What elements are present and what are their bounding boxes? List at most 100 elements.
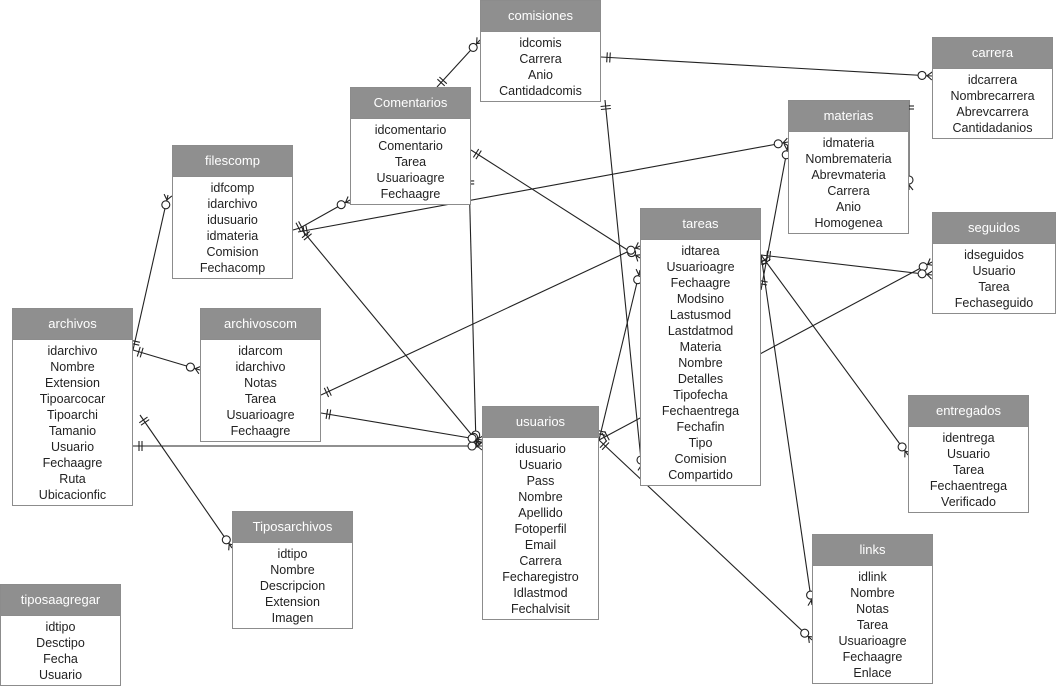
table-field: Fechaseguido [954,296,1034,310]
relationship-archivoscom-usuarios [320,412,483,441]
relationship-comentarios-tareas [470,149,641,259]
cardinality-optional-marker [897,442,907,452]
relationship-comisiones-carrera [600,56,933,77]
table-field: Usuarioagre [838,634,907,648]
table-field: Tamanio [48,424,97,438]
table-field: idseguidos [964,248,1024,262]
table-field: idtarea [681,244,720,258]
table-field: Verificado [941,495,996,509]
cardinality-optional-marker [773,139,783,149]
cardinality-one-marker [139,347,144,358]
table-field: Nombre [518,490,563,504]
cardinality-optional-marker [185,362,195,372]
table-field: idarchivo [235,360,286,374]
table-field: Usuarioagre [226,408,295,422]
cardinality-one-marker [437,78,446,87]
cardinality-one-marker [765,250,769,261]
table-field: Tipo [688,436,713,450]
cardinality-one-marker [601,442,610,451]
table-field: Usuario [518,458,563,472]
table-header: tareas [641,209,760,240]
cardinality-optional-marker [626,245,636,255]
table-header: filescomp [173,146,292,177]
table-header: materias [789,101,908,132]
table-field: idusuario [207,213,258,227]
table-field: Pass [526,474,555,488]
table-field: Anio [527,68,554,82]
cardinality-optional-marker [468,42,478,52]
table-field: Fechafin [676,420,725,434]
table-field: Carrera [519,554,562,568]
table-field: Ubicacionfic [38,488,107,502]
table-field: identrega [942,431,995,445]
table-header: archivoscom [201,309,320,340]
table-field: Modsino [676,292,725,306]
cardinality-optional-marker [917,269,927,279]
table-field: Fechaagre [380,187,441,201]
table-field: idcomentario [374,123,447,137]
table-field: Usuario [946,447,991,461]
cardinality-one-marker [599,440,608,449]
table-field: Nombre [50,360,95,374]
table-field: Nombre [850,586,895,600]
table-field: Detalles [677,372,724,386]
table-field: Lastdatmod [667,324,734,338]
relationship-archivoscom-tareas [320,245,641,396]
table-field: Extension [265,595,320,609]
table-field: Tipofecha [673,388,728,402]
table-field: Descripcion [259,579,326,593]
table-field: Idlastmod [513,586,568,600]
cardinality-one-marker [302,225,306,236]
cardinality-one-marker [472,148,480,158]
table-field: Comentario [378,139,443,153]
table-header: Tiposarchivos [233,512,352,543]
relationship-filescomp-comentarios [292,199,351,231]
table-field: Tarea [952,463,985,477]
table-field: Abrevcarrera [956,105,1029,119]
table-field: Homogenea [814,216,883,230]
cardinality-one-marker [326,386,332,396]
table-field: idarchivo [47,344,98,358]
cardinality-optional-marker [800,628,810,638]
cardinality-one-marker [301,230,311,239]
table-field: Fechacomp [199,261,266,275]
table-field: idtipo [45,620,76,634]
cardinality-many-marker [163,193,173,201]
table-field: Fotoperfil [514,522,567,536]
table-field: Tipoarcocar [39,392,106,406]
table-field: Desctipo [36,636,85,650]
table-field: Tarea [394,155,427,169]
relationship-comisiones-tareas [604,99,643,471]
table-field: Usuario [38,668,83,682]
cardinality-one-marker [601,432,608,442]
relationship-filescomp-materias [297,141,789,233]
table-header: Comentarios [351,88,470,119]
cardinality-optional-marker [467,433,477,443]
table-field: Tipoarchi [47,408,98,422]
cardinality-one-marker [328,409,332,420]
